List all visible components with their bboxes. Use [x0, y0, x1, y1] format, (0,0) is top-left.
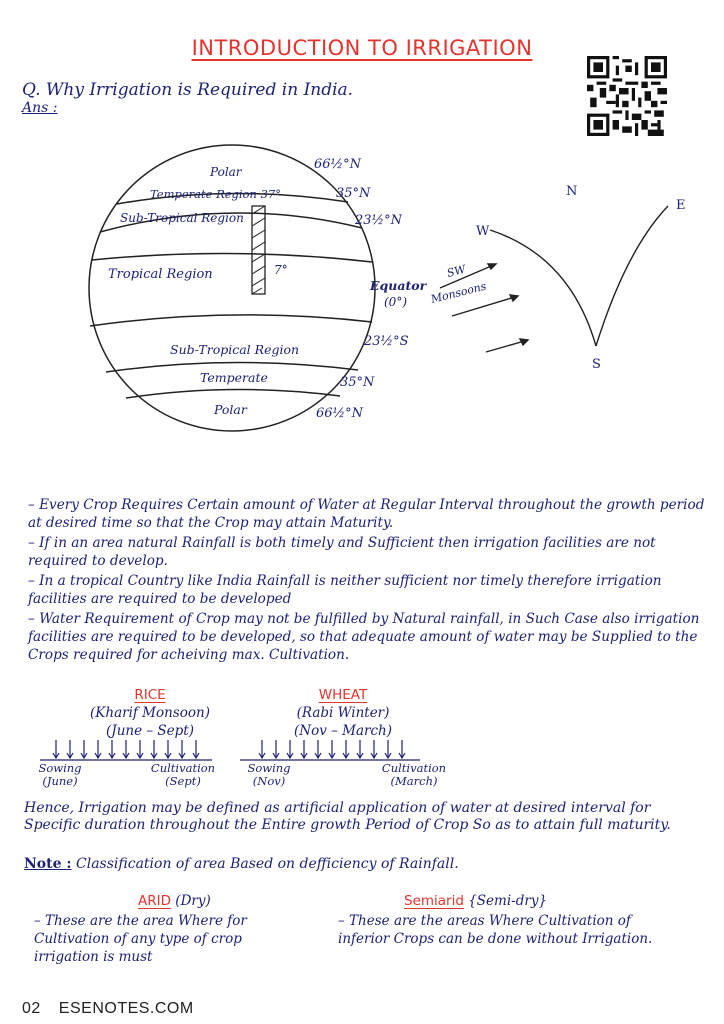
- timeline-arrow-head: [300, 752, 308, 760]
- crop-timeline-arrows: [40, 740, 420, 761]
- globe-diagram: Polar Temperate Region 37° Sub-Tropical …: [88, 144, 686, 432]
- band-label: Temperate Region 37°: [150, 187, 281, 201]
- wheat-season: (Rabi Winter): [296, 705, 390, 721]
- globe-outline: [88, 144, 376, 432]
- arid-heading: ARID (Dry): [138, 893, 211, 909]
- compass-south: S: [592, 357, 601, 372]
- list-item: – Every Crop Requires Certain amount of …: [28, 497, 705, 531]
- list-item: – Water Requirement of Crop may not be f…: [28, 611, 700, 663]
- page-number: 02: [22, 1000, 41, 1017]
- timeline-arrow-head: [328, 752, 336, 760]
- timeline-arrow-head: [286, 752, 294, 760]
- timeline-arrow-head: [66, 752, 74, 760]
- wheat-title: WHEAT: [318, 687, 368, 703]
- wheat-sowing: Sowing(Nov): [247, 761, 291, 788]
- equator-label: Equator: [369, 278, 428, 293]
- timeline-arrow-head: [122, 752, 130, 760]
- timeline-arrow-head: [314, 752, 322, 760]
- rice-cultivation: Cultivation(Sept): [150, 761, 216, 788]
- timeline-arrow-head: [164, 752, 172, 760]
- reasons-list: – Every Crop Requires Certain amount of …: [28, 496, 708, 666]
- monsoon-label: SW: [446, 262, 469, 280]
- rice-months: (June – Sept): [106, 723, 194, 739]
- band-label: Sub-Tropical Region: [170, 342, 299, 357]
- timeline-arrow-head: [178, 752, 186, 760]
- note: Note : Classification of area Based on d…: [24, 856, 459, 872]
- semiarid-heading: Semiarid {Semi-dry}: [404, 893, 548, 909]
- list-item: – If in an area natural Rainfall is both…: [28, 535, 656, 569]
- list-item: – In a tropical Country like India Rainf…: [28, 573, 662, 607]
- timeline-arrow-head: [356, 752, 364, 760]
- lat-label: 66½°N: [314, 157, 362, 172]
- timeline-arrow-head: [150, 752, 158, 760]
- irrigation-definition: Hence, Irrigation may be defined as arti…: [24, 800, 671, 833]
- rice-title: RICE: [134, 687, 166, 703]
- timeline-arrow-head: [192, 752, 200, 760]
- wheat-months: (Nov – March): [293, 723, 392, 739]
- timeline-arrow-head: [108, 752, 116, 760]
- qr-code-icon[interactable]: [587, 56, 667, 136]
- compass-north: N: [566, 184, 577, 199]
- lat-label: 35°N: [336, 186, 371, 201]
- timeline-arrow-head: [80, 752, 88, 760]
- rice-sowing: Sowing(June): [38, 761, 82, 788]
- page-footer: 02 ESENOTES.COM: [22, 1000, 194, 1018]
- wheat-block: WHEAT (Rabi Winter) (Nov – March): [258, 686, 428, 740]
- timeline-arrow-head: [370, 752, 378, 760]
- timeline-arrow-head: [342, 752, 350, 760]
- timeline-arrow-head: [272, 752, 280, 760]
- page-title: INTRODUCTION TO IRRIGATION: [191, 36, 533, 60]
- timeline-arrow-head: [384, 752, 392, 760]
- monsoon-label: Monsoons: [429, 280, 488, 307]
- angle-label: 7°: [274, 263, 288, 277]
- timeline-arrow-head: [52, 752, 60, 760]
- semiarid-description: – These are the areas Where Cultivation …: [338, 913, 653, 947]
- timeline-arrow-head: [258, 752, 266, 760]
- compass-east: E: [676, 198, 686, 213]
- answer-label: Ans :: [22, 100, 58, 116]
- question-text: Q. Why Irrigation is Required in India.: [22, 80, 354, 100]
- lat-label: 66½°N: [316, 406, 364, 421]
- site-link[interactable]: ESENOTES.COM: [58, 1000, 194, 1017]
- wheat-cultivation: Cultivation(March): [381, 761, 447, 788]
- band-label: Polar: [213, 402, 248, 417]
- band-label: Tropical Region: [108, 267, 213, 282]
- equator-degree-label: (0°): [384, 295, 407, 309]
- lat-label: 23½°S: [363, 334, 409, 349]
- note-text: Classification of area Based on defficie…: [76, 856, 459, 872]
- lat-label: 35°N: [340, 375, 375, 390]
- arid-description: – These are the area Where for Cultivati…: [34, 913, 247, 965]
- band-label: Polar: [209, 165, 243, 179]
- lat-label: 23½°N: [354, 213, 403, 228]
- rice-season: (Kharif Monsoon): [90, 705, 210, 721]
- timeline-arrow-head: [94, 752, 102, 760]
- timeline-arrow-head: [398, 752, 406, 760]
- compass-west: W: [476, 224, 490, 239]
- band-label: Temperate: [200, 370, 268, 385]
- rice-block: RICE (Kharif Monsoon) (June – Sept): [60, 686, 240, 740]
- band-label: Sub-Tropical Region: [120, 211, 244, 225]
- note-label: Note :: [24, 856, 72, 872]
- timeline-arrow-head: [136, 752, 144, 760]
